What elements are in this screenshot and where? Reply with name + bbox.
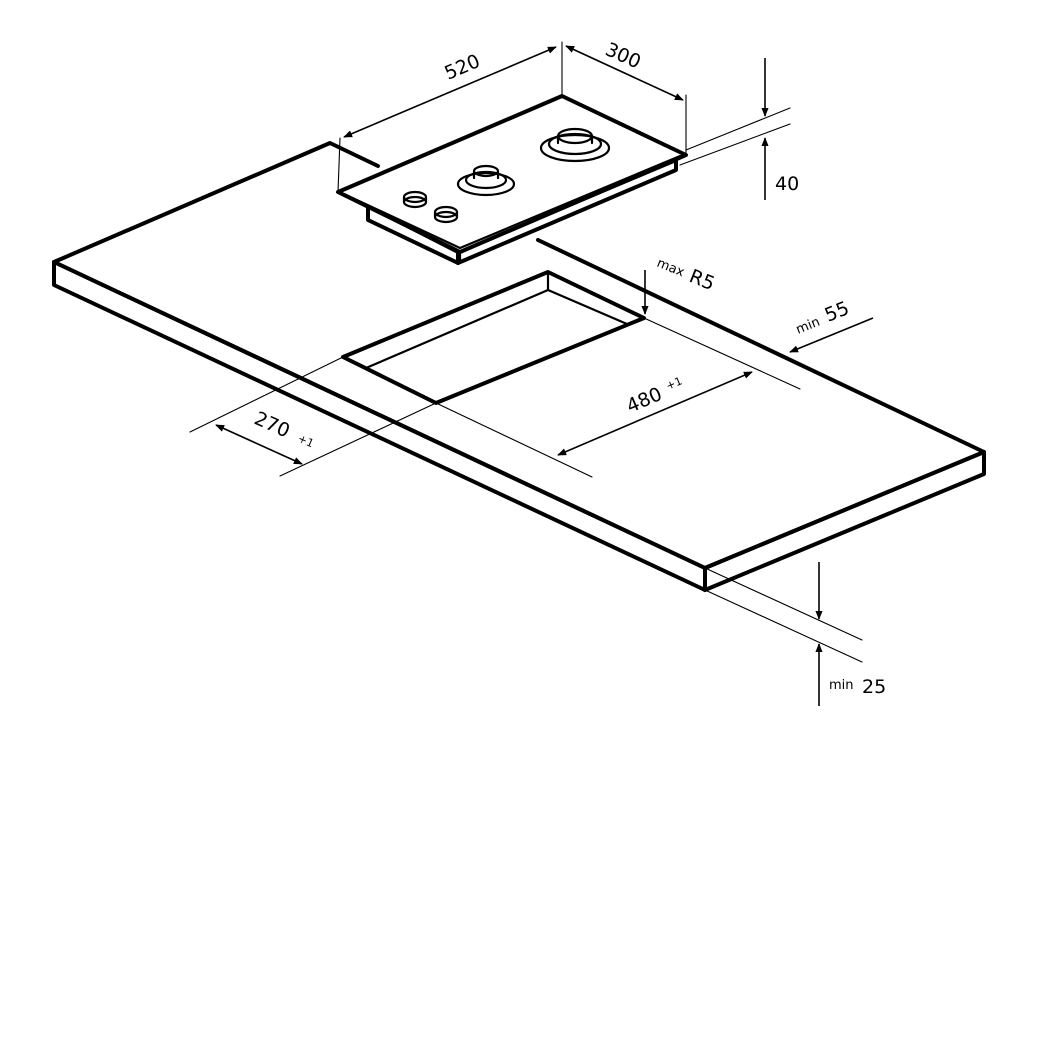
dim-radius-label: R5: [686, 265, 718, 295]
dim-counter-thickness: min 25: [704, 562, 886, 706]
dim-hob-height: 40: [679, 58, 799, 200]
cutout: [341, 270, 646, 405]
countertop: [52, 141, 986, 592]
dim-radius-prefix: max: [655, 256, 687, 281]
cutout-outline: [341, 270, 646, 405]
dim-counter-prefix: min: [829, 678, 854, 693]
dim-hob-depth-label: 300: [602, 38, 644, 73]
small-burner: [456, 164, 516, 197]
dim-cutout-width-sup: +1: [664, 374, 684, 392]
dim-min-gap: min 55: [789, 297, 874, 353]
dim-hob-width-label: 520: [441, 50, 483, 84]
dim-cutout-depth-label: 270: [251, 407, 293, 442]
dim-counter-label: 25: [862, 676, 886, 698]
dim-min-gap-label: 55: [822, 297, 853, 326]
dim-cutout-depth-sup: +1: [296, 432, 316, 450]
dim-min-gap-prefix: min: [794, 315, 822, 338]
large-burner: [539, 127, 611, 163]
control-knob-left: [402, 190, 428, 209]
hob: [336, 94, 688, 265]
dim-radius: max R5: [641, 256, 718, 315]
control-knob-right: [433, 205, 459, 224]
countertop-right-face: [703, 450, 986, 592]
dim-hob-height-label: 40: [775, 173, 799, 195]
countertop-top-left-edge: [52, 141, 986, 570]
